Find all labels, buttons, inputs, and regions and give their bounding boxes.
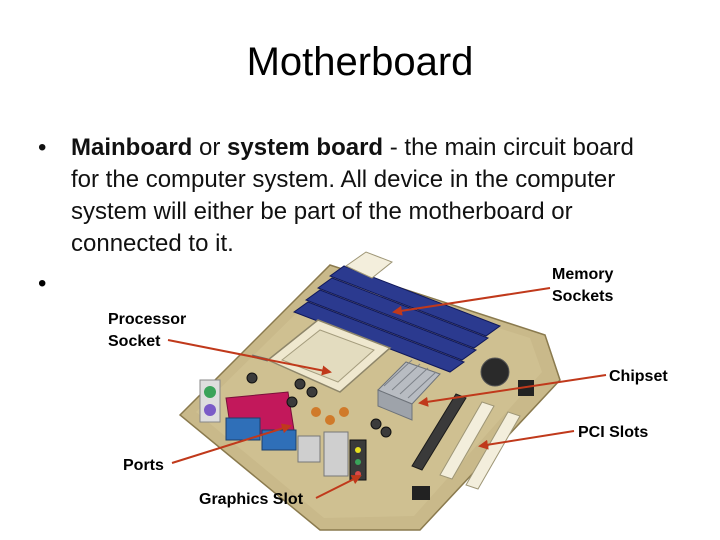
label-pci-slots: PCI Slots	[578, 424, 649, 441]
empty-bullet-marker: •	[38, 270, 47, 297]
annotation-arrows	[167, 287, 607, 499]
bullet-line-1: Mainboard or system board - the main cir…	[71, 132, 698, 164]
arrow-pci	[478, 430, 575, 450]
arrow-graphics	[315, 475, 362, 499]
bullet-list: • Mainboard or system board - the main c…	[38, 132, 698, 260]
conjunction: or	[192, 134, 228, 161]
bullet-item: • Mainboard or system board - the main c…	[38, 132, 698, 260]
label-memory-line1: Memory	[552, 266, 614, 283]
pci-slots	[439, 401, 521, 490]
ic-chip	[412, 486, 430, 500]
chipset-fan	[480, 357, 510, 387]
power-connector	[345, 251, 393, 279]
graphics-slot	[411, 393, 467, 471]
bullet-line-2: for the computer system. All device in t…	[71, 166, 616, 193]
arrow-ports	[171, 423, 292, 464]
label-chipset: Chipset	[609, 368, 668, 385]
slide-title: Motherboard	[246, 40, 474, 84]
label-processor-socket: Processor Socket	[108, 309, 186, 353]
label-processor-line1: Processor	[108, 311, 187, 328]
chipset-heatsink	[377, 359, 441, 421]
memory-sockets	[292, 265, 502, 373]
label-memory-line2: Sockets	[552, 288, 614, 305]
label-memory-sockets: Memory Sockets	[552, 264, 613, 308]
arrow-chipset	[418, 374, 607, 407]
definition-text: - the main circuit board	[383, 134, 634, 161]
arrow-processor	[167, 339, 332, 376]
inductors	[311, 407, 349, 425]
term-system-board: system board	[227, 134, 384, 161]
term-mainboard: Mainboard	[71, 134, 193, 161]
label-processor-line2: Socket	[108, 333, 161, 350]
capacitors	[246, 372, 392, 438]
bullet-line-4: connected to it.	[71, 230, 234, 257]
arrow-memory	[392, 287, 551, 316]
label-ports: Ports	[123, 457, 164, 474]
processor-socket	[251, 319, 392, 393]
label-graphics-slot: Graphics Slot	[199, 491, 304, 508]
bullet-line-3: system will either be part of the mother…	[71, 198, 573, 225]
bullet-marker: •	[38, 134, 47, 161]
rear-ports	[199, 379, 367, 481]
